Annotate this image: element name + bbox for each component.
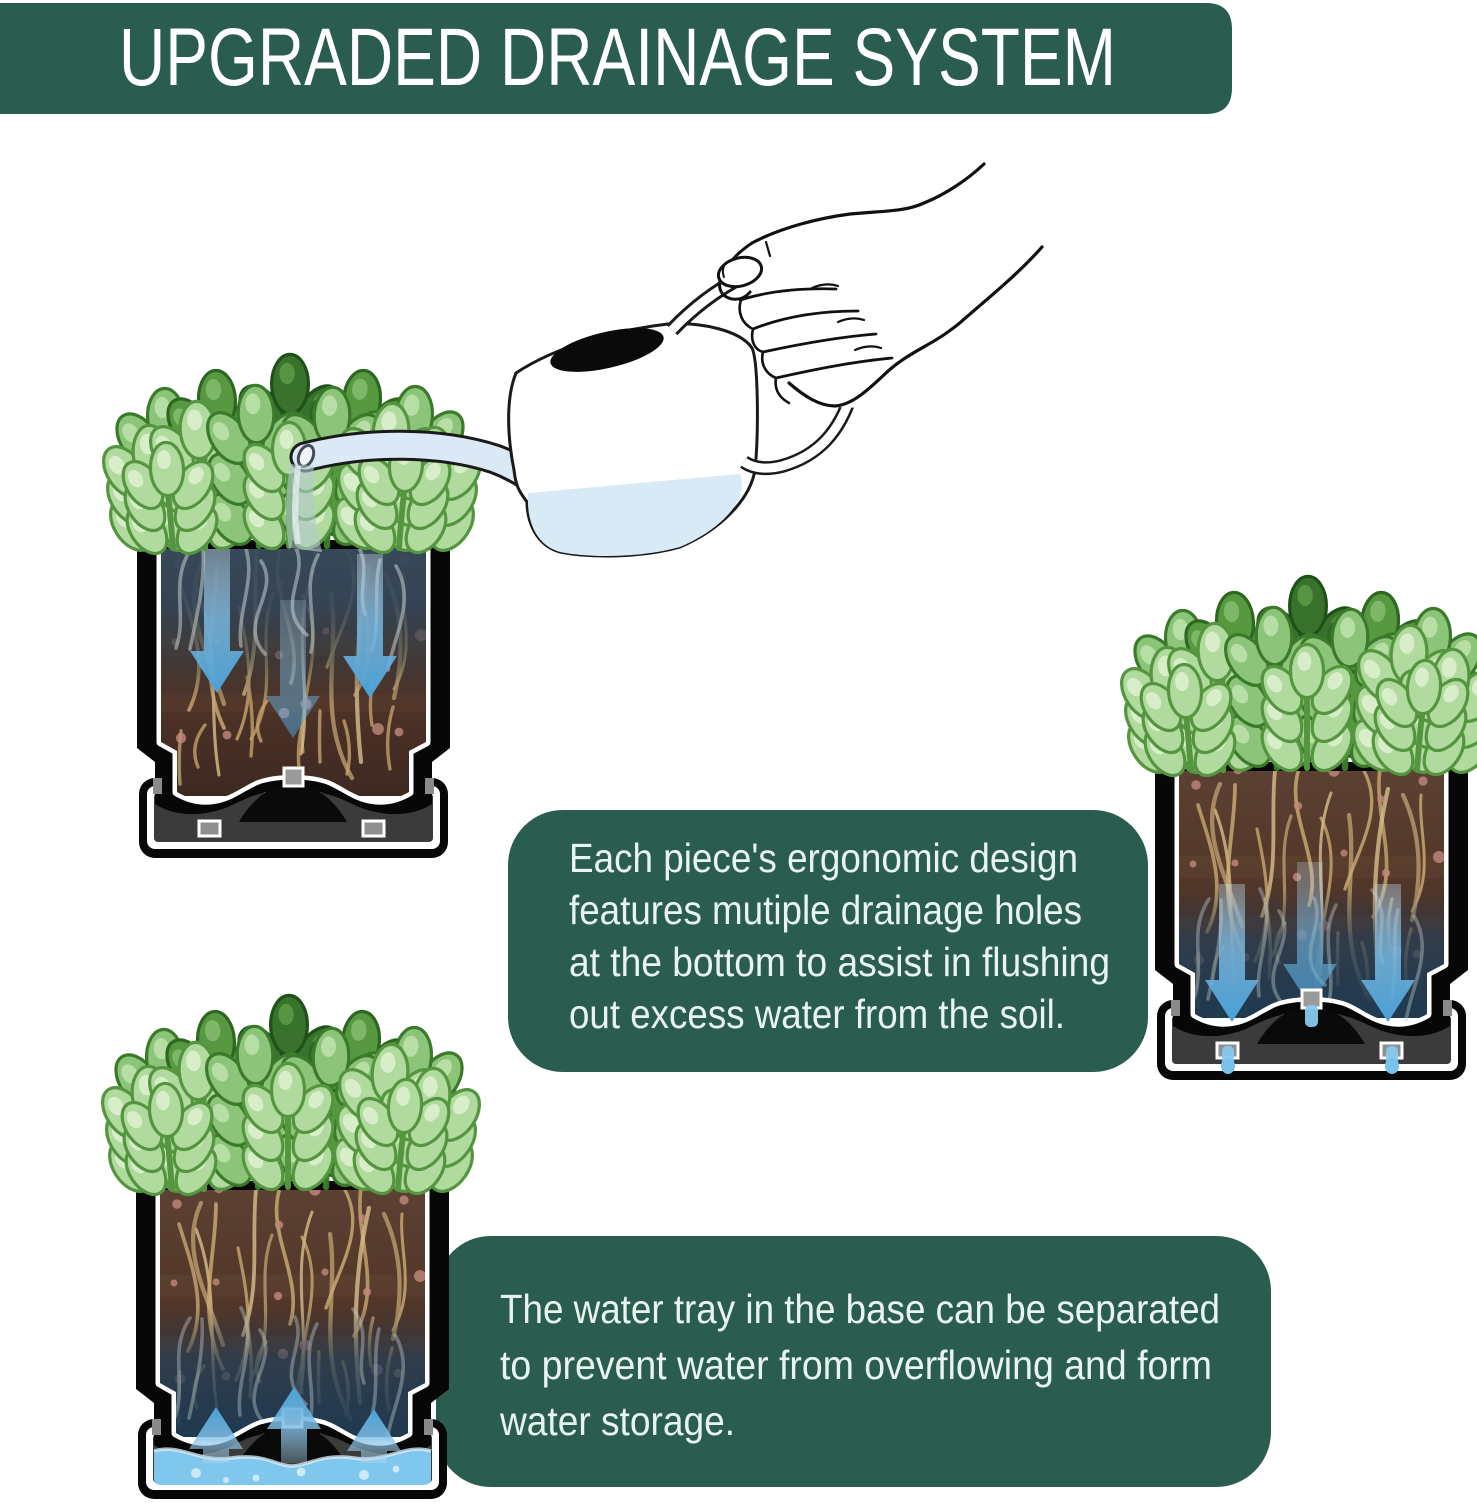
- svg-text:to prevent water from overflow: to prevent water from overflowing and fo…: [500, 1342, 1212, 1388]
- svg-text:The water tray in the base can: The water tray in the base can be separa…: [500, 1286, 1220, 1332]
- svg-text:Each piece's ergonomic design: Each piece's ergonomic design: [569, 835, 1078, 881]
- svg-text:at the bottom to assist in flu: at the bottom to assist in flushing: [569, 939, 1110, 985]
- svg-text:features mutiple drainage hole: features mutiple drainage holes: [569, 887, 1082, 933]
- svg-text:UPGRADED DRAINAGE SYSTEM: UPGRADED DRAINAGE SYSTEM: [119, 12, 1116, 103]
- svg-text:out excess water from the soil: out excess water from the soil.: [569, 991, 1065, 1037]
- svg-text:water storage.: water storage.: [499, 1398, 735, 1444]
